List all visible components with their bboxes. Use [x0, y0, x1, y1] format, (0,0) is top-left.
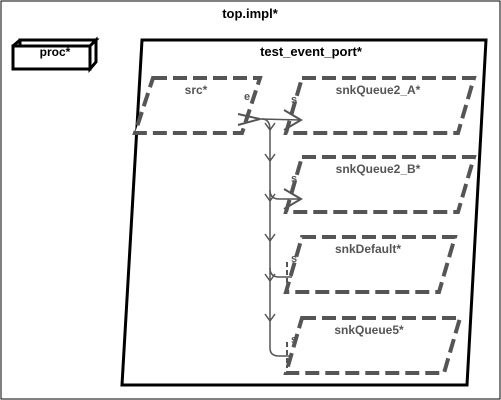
arrowhead — [264, 193, 276, 203]
proc-label: proc* — [40, 45, 71, 59]
arrowhead — [264, 153, 276, 163]
sink-thread-snkdefault[interactable]: snkDefault* s — [283, 235, 458, 294]
sink-label: snkDefault* — [335, 242, 401, 256]
sink-port-label: s — [291, 94, 297, 106]
sink-port-label: s — [291, 253, 297, 265]
src-thread[interactable]: src* e — [132, 76, 263, 135]
sink-thread-snkqueue2-b[interactable]: snkQueue2_B* s — [283, 155, 477, 214]
src-port-label: e — [244, 91, 250, 103]
arrowhead — [264, 313, 276, 323]
sink-port-label: s — [291, 334, 297, 346]
arrowhead — [264, 233, 276, 243]
sink-label: snkQueue2_A* — [336, 83, 421, 97]
sink-label: snkQueue2_B* — [336, 162, 421, 176]
arrowhead — [264, 122, 276, 132]
sink-thread-snkqueue2-a[interactable]: snkQueue2_A* s — [283, 76, 477, 135]
arrowhead — [264, 273, 276, 283]
sink-thread-snkqueue5[interactable]: snkQueue5* s — [283, 316, 463, 375]
proc-component[interactable]: proc* — [11, 36, 100, 74]
thread-group-title: test_event_port* — [260, 44, 363, 59]
connection-branch-snkdefault — [269, 267, 292, 278]
sink-label: snkQueue5* — [334, 323, 404, 337]
connections — [259, 118, 302, 357]
sink-port-label: s — [291, 173, 297, 185]
outer-title: top.impl* — [222, 6, 279, 21]
src-label: src* — [185, 83, 208, 97]
connection-trunk — [261, 118, 292, 357]
connection-src-to-snkqueue2-a — [259, 118, 302, 121]
